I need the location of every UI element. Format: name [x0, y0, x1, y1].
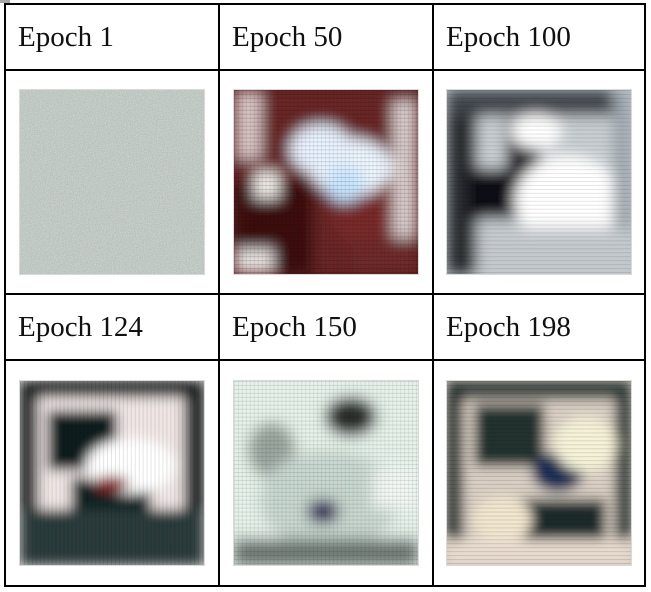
epoch-image-cell-198: [434, 361, 644, 585]
epoch-label-text: Epoch 50: [232, 20, 343, 53]
generated-image-epoch-50: [233, 89, 419, 275]
epoch-image-cell-100: [434, 71, 644, 295]
epoch-label-50: Epoch 50: [220, 5, 434, 71]
epoch-label-text: Epoch 1: [18, 20, 114, 53]
epoch-label-text: Epoch 100: [446, 20, 571, 53]
epoch-label-1: Epoch 1: [6, 5, 220, 71]
epoch-samples-table: Epoch 1 Epoch 50 Epoch 100: [4, 3, 646, 587]
generated-image-epoch-150: [233, 380, 419, 566]
epoch-image-cell-50: [220, 71, 434, 295]
epoch-image-cell-1: [6, 71, 220, 295]
epoch-image-cell-150: [220, 361, 434, 585]
epoch-label-150: Epoch 150: [220, 295, 434, 361]
generated-image-epoch-124: [19, 380, 205, 566]
epoch-image-cell-124: [6, 361, 220, 585]
epoch-label-198: Epoch 198: [434, 295, 644, 361]
generated-image-epoch-100: [446, 89, 632, 275]
epoch-label-text: Epoch 124: [18, 310, 143, 343]
generated-image-epoch-198: [446, 380, 632, 566]
generated-image-epoch-1: [19, 89, 205, 275]
top-edge-mark: [0, 0, 10, 3]
epoch-label-100: Epoch 100: [434, 5, 644, 71]
epoch-label-text: Epoch 150: [232, 310, 357, 343]
epoch-label-124: Epoch 124: [6, 295, 220, 361]
epoch-label-text: Epoch 198: [446, 310, 571, 343]
